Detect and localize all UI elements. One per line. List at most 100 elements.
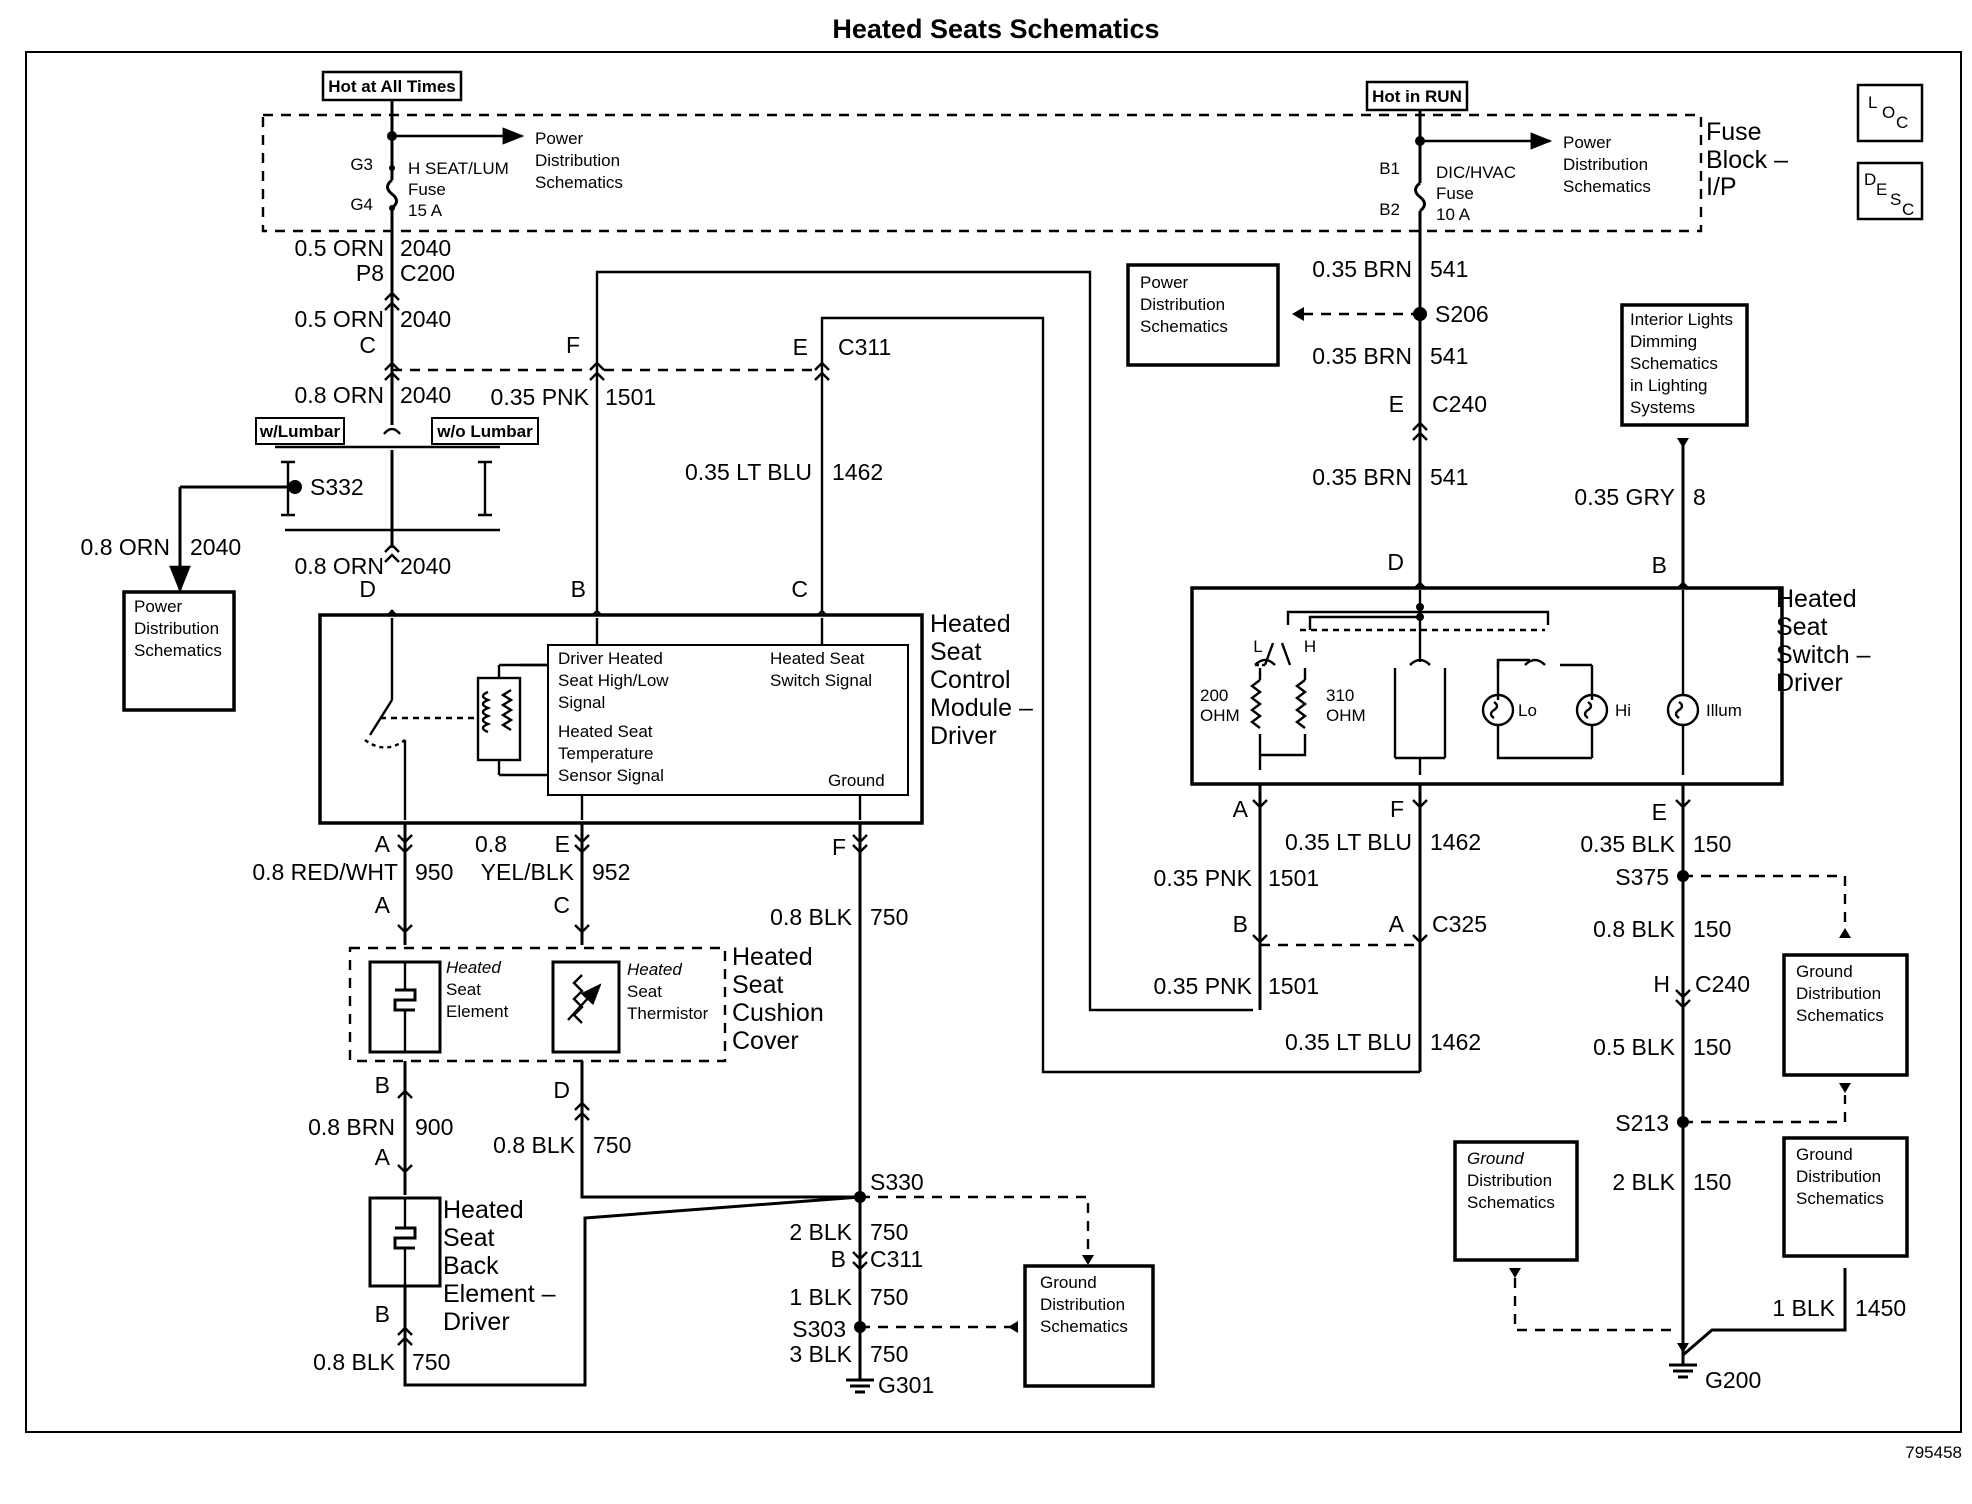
svg-text:Schematics: Schematics <box>1630 354 1718 373</box>
svg-text:in Lighting: in Lighting <box>1630 376 1708 395</box>
wire-circuit: 2040 <box>400 553 451 579</box>
wire-gauge: 0.8 BLK <box>493 1132 575 1158</box>
wire-gauge: 0.8 ORN <box>295 382 384 408</box>
ref-ground-dist-center[interactable]: Ground Distribution Schematics <box>1023 1264 1155 1388</box>
ground-ref-dashed <box>1683 874 1847 925</box>
connector-pin: D <box>359 576 376 602</box>
wire-circuit: 1462 <box>832 459 883 485</box>
wire-gauge: 0.35 BRN <box>1312 464 1412 490</box>
location-icon[interactable]: L O C <box>1856 83 1924 143</box>
connector-pin: A <box>1233 796 1249 822</box>
svg-text:C: C <box>1902 200 1914 219</box>
wire-gauge: 0.35 GRY <box>1574 484 1675 510</box>
svg-text:L: L <box>1868 93 1877 112</box>
svg-text:Distribution: Distribution <box>1467 1171 1552 1190</box>
svg-text:Schematics: Schematics <box>1796 1189 1884 1208</box>
ref-power-dist-left[interactable]: Power Distribution Schematics <box>122 590 236 712</box>
ref-power-dist-top-left[interactable]: Power Distribution Schematics <box>535 129 623 192</box>
connector-pin: E <box>793 334 808 360</box>
wire-circuit: 750 <box>870 904 908 930</box>
svg-text:Heated Seat: Heated Seat <box>770 649 865 668</box>
svg-text:Element: Element <box>446 1002 509 1021</box>
wire-gauge: 0.8 ORN <box>81 534 170 560</box>
wire-gauge: 0.8 BLK <box>313 1349 395 1375</box>
svg-text:DIC/HVAC: DIC/HVAC <box>1436 163 1516 182</box>
svg-text:Block –: Block – <box>1706 146 1788 174</box>
connector-symbol <box>814 361 830 381</box>
wire-gauge: 0.35 BRN <box>1312 256 1412 282</box>
connector-symbol <box>589 361 605 381</box>
wire-gauge: 0.35 BLK <box>1580 831 1675 857</box>
splice-s332: S332 <box>169 474 364 593</box>
svg-text:Distribution: Distribution <box>1040 1295 1125 1314</box>
svg-text:Hot in RUN: Hot in RUN <box>1372 87 1462 106</box>
svg-text:C: C <box>1896 113 1908 132</box>
splice-s375: S375 <box>1615 864 1669 890</box>
connector-pin: D <box>1387 549 1404 575</box>
wire-gauge: 0.35 PNK <box>1154 973 1253 999</box>
ref-ground-dist-right-bottom[interactable]: Ground Distribution Schematics <box>1782 1136 1909 1258</box>
svg-text:15 A: 15 A <box>408 201 443 220</box>
wire-gauge: 0.8 RED/WHT <box>252 859 398 885</box>
wire-900 <box>397 1061 413 1195</box>
svg-text:Schematics: Schematics <box>134 641 222 660</box>
connector-pin: E <box>1652 799 1667 825</box>
connector-pin: B <box>1233 911 1248 937</box>
diagram-frame <box>25 51 1962 1433</box>
wire-circuit: 950 <box>415 859 453 885</box>
svg-text:Seat: Seat <box>443 1224 494 1252</box>
svg-text:Lo: Lo <box>1518 701 1537 720</box>
svg-text:Ground: Ground <box>1467 1149 1524 1168</box>
connector-name: C200 <box>400 260 455 286</box>
svg-text:Fuse: Fuse <box>408 180 446 199</box>
wire-circuit: 750 <box>870 1341 908 1367</box>
ref-interior-lights[interactable]: Interior Lights Dimming Schematics in Li… <box>1620 303 1749 427</box>
connector-pin: A <box>375 1144 391 1170</box>
wire-circuit: 150 <box>1693 1034 1731 1060</box>
svg-text:Seat High/Low: Seat High/Low <box>558 671 669 690</box>
connector-pin: B <box>571 576 586 602</box>
wire-750-thermistor <box>574 1061 860 1199</box>
ref-ground-dist-right-mid[interactable]: Ground Distribution Schematics <box>1453 1140 1579 1262</box>
svg-text:Temperature: Temperature <box>558 744 653 763</box>
arrow-down-icon <box>1839 1083 1851 1093</box>
wire-circuit: 1501 <box>1268 865 1319 891</box>
wire-circuit: 1450 <box>1855 1295 1906 1321</box>
svg-text:Back: Back <box>443 1252 499 1280</box>
ref-ground-dist-right-top[interactable]: Ground Distribution Schematics <box>1782 953 1909 1077</box>
svg-text:OHM: OHM <box>1326 706 1366 725</box>
svg-text:Switch Signal: Switch Signal <box>770 671 872 690</box>
wire-gauge: 0.8 ORN <box>295 553 384 579</box>
connector-pin: B <box>375 1072 390 1098</box>
svg-text:H: H <box>1304 637 1316 656</box>
diagram-title: Heated Seats Schematics <box>832 14 1159 44</box>
svg-text:Distribution: Distribution <box>1796 984 1881 1003</box>
svg-text:Sensor Signal: Sensor Signal <box>558 766 664 785</box>
ref-power-dist-top-right[interactable]: Power Distribution Schematics <box>1563 133 1651 196</box>
connector-pin: B <box>1652 552 1667 578</box>
wire-750-back <box>397 1195 861 1387</box>
svg-text:w/o Lumbar: w/o Lumbar <box>436 422 533 441</box>
svg-text:Schematics: Schematics <box>1563 177 1651 196</box>
description-icon[interactable]: D E S C <box>1856 161 1924 221</box>
wire-circuit: 750 <box>593 1132 631 1158</box>
svg-text:Distribution: Distribution <box>1140 295 1225 314</box>
wire-gauge: 0.5 BLK <box>1593 1034 1675 1060</box>
arrow-down-icon <box>1509 1268 1521 1278</box>
svg-text:B2: B2 <box>1379 200 1400 219</box>
ref-power-dist-right[interactable]: Power Distribution Schematics <box>1126 263 1280 367</box>
connector-name: C240 <box>1432 391 1487 417</box>
svg-text:S: S <box>1890 190 1901 209</box>
wire-gauge-line1: 0.8 <box>475 831 507 857</box>
svg-text:Distribution: Distribution <box>535 151 620 170</box>
svg-text:Ground: Ground <box>1796 1145 1853 1164</box>
svg-text:Seat: Seat <box>446 980 481 999</box>
wire-circuit: 750 <box>870 1219 908 1245</box>
connector-name: C311 <box>838 334 891 360</box>
wire-circuit: 541 <box>1430 464 1468 490</box>
connector-name: C311 <box>870 1246 923 1272</box>
svg-text:D: D <box>1864 170 1876 189</box>
svg-text:Cover: Cover <box>732 1027 799 1055</box>
svg-text:Ground: Ground <box>828 771 885 790</box>
wire-gauge: 3 BLK <box>789 1341 852 1367</box>
